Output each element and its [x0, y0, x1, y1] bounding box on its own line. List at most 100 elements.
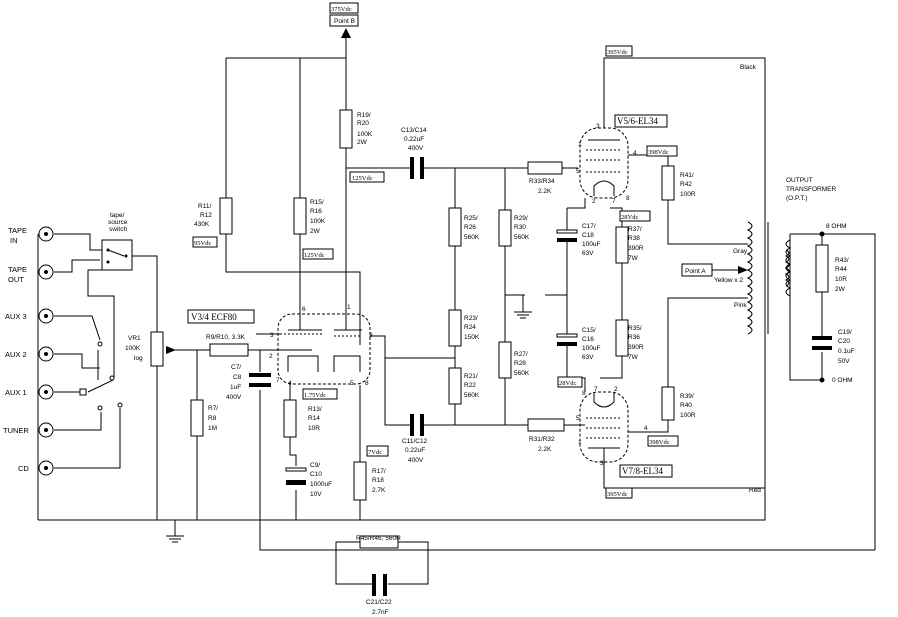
voltage-box-395-bottom — [605, 487, 633, 499]
point-b-label: Point B — [334, 18, 355, 25]
capacitor-c21 — [372, 574, 387, 596]
r7-label-3: 1M — [208, 425, 217, 432]
label-cd: CD — [18, 464, 29, 473]
input-jacks — [38, 226, 54, 476]
pin-v78-3: 3 — [600, 460, 604, 467]
r11-label-3: 430K — [194, 221, 210, 228]
resistors — [150, 109, 829, 549]
resistor-r25 — [448, 207, 462, 247]
r43-label-1: R43/ — [835, 257, 849, 264]
capacitor-c19 — [812, 336, 832, 350]
resistor-r7 — [190, 399, 204, 437]
jack-aux3[interactable] — [38, 308, 54, 324]
c13-label-3: 400V — [408, 145, 424, 152]
resistor-r33 — [527, 161, 563, 175]
r41-label-3: 100R — [680, 191, 696, 198]
label-tape-out-2: OUT — [8, 275, 24, 284]
c11-label-3: 400V — [408, 457, 424, 464]
opt-title-1: OUTPUT — [786, 177, 813, 184]
point-b-arrow — [341, 28, 351, 38]
capacitor-c7 — [249, 373, 271, 387]
r43-label-4: 2W — [835, 286, 846, 293]
r39-label-3: 100R — [680, 412, 696, 419]
voltage-175: 1.75Vdc — [304, 392, 326, 399]
output-transformer — [746, 221, 792, 335]
jack-aux1[interactable] — [38, 384, 54, 400]
resistor-r9 — [209, 343, 249, 357]
voltage-28-bottom: 28Vdc — [559, 380, 576, 387]
tube-label-v56: V5/6-EL34 — [617, 116, 658, 126]
opt-red-label: Red — [749, 487, 761, 494]
voltage-box-175 — [302, 388, 338, 400]
pin-v78-1: 1 — [578, 439, 582, 446]
vr1-label-1: VR1 — [128, 335, 141, 342]
r11-label-2: R12 — [200, 212, 212, 219]
pin-v78-2: 2 — [614, 386, 618, 393]
pin-v78-4: 4 — [644, 425, 648, 432]
resistor-r21 — [448, 367, 462, 405]
r39-label-2: R40 — [680, 402, 692, 409]
point-a-box — [681, 263, 713, 277]
jack-tuner[interactable] — [38, 422, 54, 438]
r15-label-1: R15/ — [310, 199, 324, 206]
pin-v78-7: 7 — [594, 386, 598, 393]
jack-aux2[interactable] — [38, 346, 54, 362]
point-a-label: Point A — [685, 268, 706, 275]
c19-label-2: C20 — [838, 338, 850, 345]
pin-v56-7: 7 — [612, 198, 616, 205]
c15-label-1: C15/ — [582, 327, 596, 334]
pin-v56-3: 3 — [596, 123, 600, 130]
voltage-box-95 — [192, 236, 218, 248]
junction-dots — [819, 231, 825, 383]
capacitor-c9 — [285, 467, 307, 485]
pin-v56-5: 5 — [576, 168, 580, 175]
c13-label-2: 0.22uF — [404, 136, 424, 143]
resistor-r13 — [283, 399, 297, 438]
r7-label-1: R7/ — [208, 405, 218, 412]
tape-source-switch[interactable] — [101, 239, 133, 271]
c11-label-2: 0.22uF — [405, 447, 425, 454]
voltage-125-b: 125Vdc — [304, 252, 325, 259]
r37-label-3: 390R — [628, 245, 644, 252]
c17-label-2: C18 — [582, 232, 594, 239]
resistor-r17 — [353, 461, 367, 501]
selector-switch[interactable] — [79, 341, 123, 411]
c7-label-2: C8 — [233, 374, 242, 381]
opt-0ohm-label: 0 OHM — [832, 377, 853, 384]
tube-v56 — [579, 127, 629, 199]
r13-label-1: R13/ — [308, 406, 322, 413]
r25-label-1: R25/ — [464, 215, 478, 222]
pin-v34-1: 1 — [347, 304, 351, 311]
pin-v34-8: 8 — [365, 380, 369, 387]
resistor-r19 — [339, 109, 353, 149]
switch-label-1: tape/ — [110, 212, 125, 219]
resistor-r41 — [661, 165, 675, 201]
capacitor-c11 — [410, 414, 424, 436]
wires — [37, 38, 876, 585]
opt-gray-label: Gray — [733, 248, 748, 255]
label-tape-in-1: TAPE — [8, 226, 27, 235]
voltage-box-125-b — [302, 248, 334, 260]
voltage-28-top: 28Vdc — [621, 214, 638, 221]
switch-label-2: source — [108, 219, 128, 226]
pin-v34-9: 9 — [369, 332, 373, 339]
ground-symbol — [166, 311, 532, 543]
voltage-375: 375Vdc — [331, 6, 352, 13]
c15-label-4: 63V — [582, 354, 594, 361]
r15-label-3: 100K — [310, 218, 326, 225]
resistor-r31 — [527, 418, 565, 432]
c11-label-1: C11/C12 — [402, 438, 428, 445]
r17-label-2: R18 — [372, 477, 384, 484]
pin-v34-3: 3 — [270, 332, 274, 339]
jack-tape-in[interactable] — [38, 226, 54, 242]
r19-label-2: R20 — [357, 120, 369, 127]
c17-label-3: 100uF — [582, 241, 600, 248]
jack-cd[interactable] — [38, 460, 54, 476]
r29-label-1: R29/ — [514, 215, 528, 222]
r35-label-3: 390R — [628, 344, 644, 351]
r19-label-4: 2W — [357, 139, 368, 146]
voltage-box-375 — [329, 2, 359, 14]
jack-tape-out[interactable] — [38, 264, 54, 280]
capacitors — [249, 157, 832, 596]
